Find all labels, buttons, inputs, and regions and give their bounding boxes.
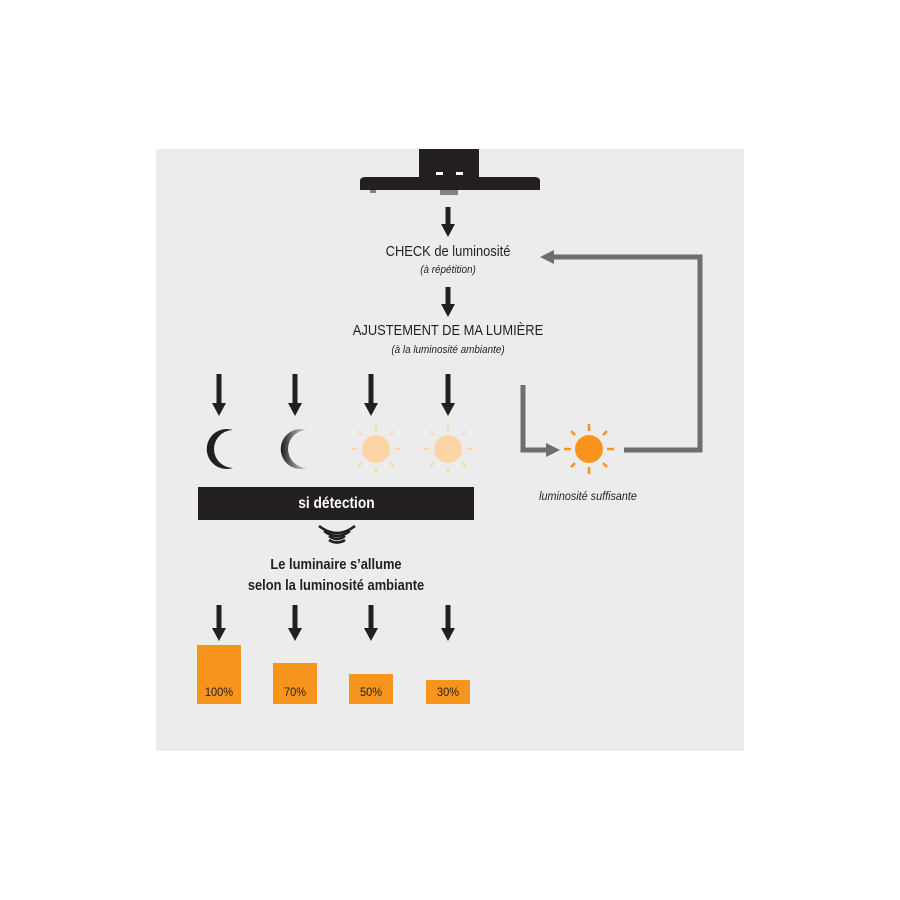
to-sufficient-arrow	[520, 385, 560, 457]
check-subtitle: (à répétition)	[420, 264, 476, 276]
fading-moon-icon	[280, 429, 307, 469]
detection-bar: si détection	[198, 487, 474, 520]
level-arrows	[212, 605, 455, 641]
arrow-down	[364, 605, 378, 641]
adjust-title: AJUSTEMENT DE MA LUMIÈRE	[352, 322, 544, 339]
arrow-to-check	[441, 207, 455, 237]
detection-label: si détection	[297, 494, 375, 512]
level-label: 50%	[359, 685, 383, 699]
sufficient-label: luminosité suffisante	[539, 489, 637, 503]
level-box-100: 100%	[197, 645, 241, 704]
luminaire-icon	[360, 149, 540, 195]
motion-waves-icon	[318, 524, 356, 544]
result-line-2: selon la luminosité ambiante	[247, 577, 425, 594]
pale-sun-icon	[423, 424, 473, 474]
arrow-down	[288, 374, 302, 416]
icon-arrows	[212, 374, 455, 416]
level-label: 70%	[283, 685, 307, 699]
level-box-70: 70%	[273, 663, 317, 704]
arrow-down	[364, 374, 378, 416]
check-title: CHECK de luminosité	[385, 243, 511, 260]
moon-sun-icon	[345, 424, 401, 474]
loop-back-arrow	[540, 250, 703, 453]
arrow-down	[212, 605, 226, 641]
arrow-down	[212, 374, 226, 416]
level-box-30: 30%	[426, 680, 470, 704]
crescent-moon-icon	[206, 429, 233, 469]
level-label: 30%	[436, 685, 460, 699]
arrow-down	[441, 605, 455, 641]
level-box-50: 50%	[349, 674, 393, 704]
result-line-1: Le luminaire s’allume	[270, 556, 402, 573]
arrow-down	[288, 605, 302, 641]
level-label: 100%	[204, 685, 234, 699]
adjust-subtitle: (à la luminosité ambiante)	[391, 344, 505, 356]
sun-icon	[564, 424, 614, 474]
arrow-down	[441, 374, 455, 416]
arrow-to-adjust	[441, 287, 455, 317]
